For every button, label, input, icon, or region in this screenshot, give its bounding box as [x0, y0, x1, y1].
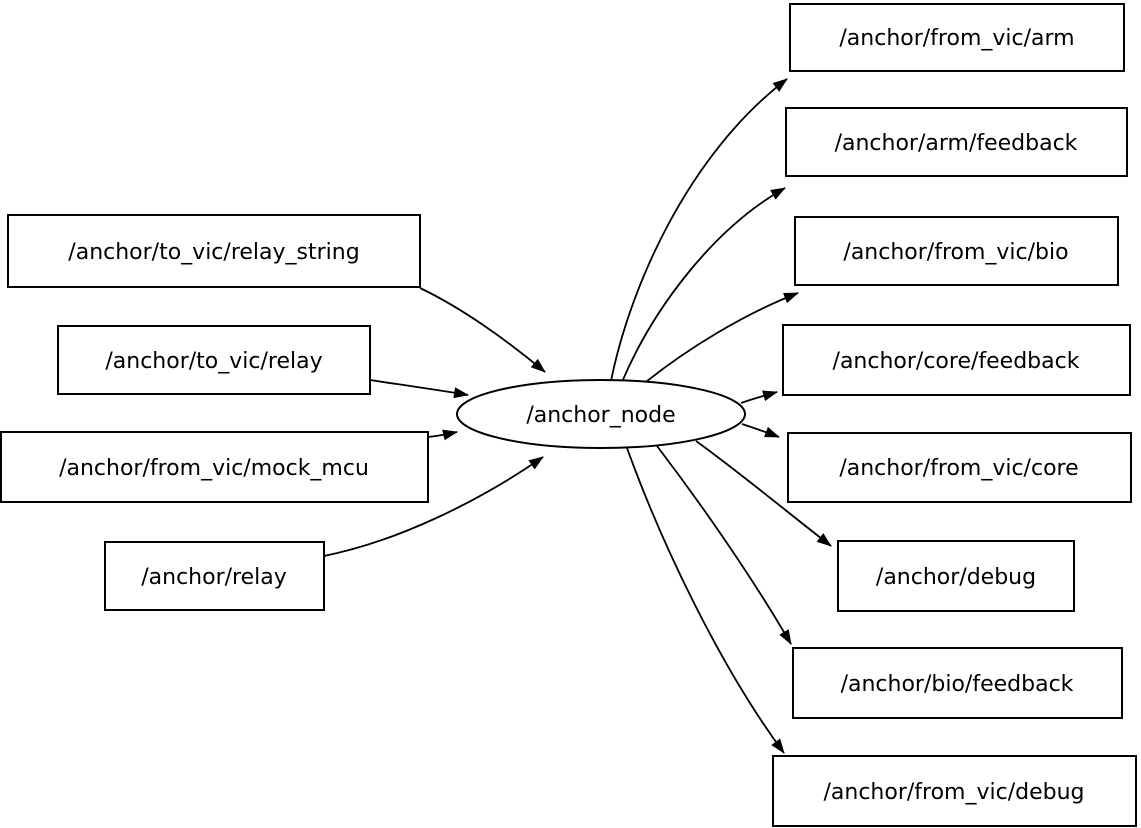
topic-node-anchor-relay: /anchor/relay	[104, 541, 325, 611]
edge-anchor-node-to-arm-feedback	[621, 187, 786, 383]
topic-box	[782, 324, 1131, 396]
topic-node-from-vic-debug: /anchor/from_vic/debug	[772, 755, 1137, 827]
edge-anchor-node-to-debug	[695, 440, 832, 547]
topic-box	[0, 431, 429, 503]
anchor-node-ellipse	[456, 379, 746, 449]
topic-node-core-feedback: /anchor/core/feedback	[782, 324, 1131, 396]
topic-box	[837, 540, 1075, 612]
topic-box	[104, 541, 325, 611]
topic-node-arm-feedback: /anchor/arm/feedback	[785, 107, 1128, 177]
edge-anchor-node-to-bio-feedback	[656, 445, 792, 645]
anchor-node: /anchor_node	[456, 379, 746, 449]
topic-node-from-vic-arm: /anchor/from_vic/arm	[789, 3, 1125, 72]
topic-node-from-vic-bio: /anchor/from_vic/bio	[794, 216, 1119, 286]
topic-node-to-vic-relay: /anchor/to_vic/relay	[57, 325, 371, 395]
topic-label: /anchor/from_vic/debug	[823, 780, 1084, 805]
topic-label: /anchor/relay	[141, 565, 287, 590]
topic-label: /anchor/from_vic/core	[839, 456, 1078, 481]
edge-mock-mcu-to-anchor-node	[427, 429, 458, 441]
topic-box	[772, 755, 1137, 827]
topic-node-bio-feedback: /anchor/bio/feedback	[792, 647, 1123, 719]
topic-label: /anchor/from_vic/mock_mcu	[59, 456, 369, 481]
topic-label: /anchor/arm/feedback	[835, 131, 1078, 156]
topic-box	[789, 3, 1125, 72]
edge-anchor-node-to-from-vic-debug	[626, 447, 785, 754]
topic-node-from-vic-mock-mcu: /anchor/from_vic/mock_mcu	[0, 431, 429, 503]
topic-box	[57, 325, 371, 395]
edge-anchor-relay-to-anchor-node	[323, 456, 544, 557]
topic-box	[7, 214, 421, 288]
edge-anchor-node-to-from-vic-core	[741, 423, 780, 438]
output-edges	[610, 78, 832, 754]
edge-anchor-node-to-core-feedback	[740, 390, 778, 404]
topic-node-from-vic-core: /anchor/from_vic/core	[787, 432, 1132, 503]
topic-box	[785, 107, 1128, 177]
anchor-node-label: /anchor_node	[526, 403, 675, 428]
topic-box	[792, 647, 1123, 719]
topic-node-to-vic-relay-string: /anchor/to_vic/relay_string	[7, 214, 421, 288]
topic-box	[787, 432, 1132, 503]
topic-label: /anchor/debug	[876, 565, 1036, 590]
edge-to-vic-relay-to-anchor-node	[369, 379, 469, 399]
topic-label: /anchor/from_vic/arm	[839, 26, 1074, 51]
input-edges	[323, 287, 546, 557]
topic-label: /anchor/from_vic/bio	[843, 240, 1068, 265]
topic-label: /anchor/bio/feedback	[841, 672, 1074, 697]
edge-anchor-node-to-from-vic-bio	[641, 292, 799, 386]
topic-node-debug: /anchor/debug	[837, 540, 1075, 612]
topic-box	[794, 216, 1119, 286]
topic-label: /anchor/to_vic/relay	[105, 349, 322, 374]
edge-anchor-node-to-from-vic-arm	[610, 78, 788, 382]
topic-label: /anchor/to_vic/relay_string	[68, 240, 359, 265]
edge-relay-string-to-anchor-node	[419, 287, 546, 373]
topic-label: /anchor/core/feedback	[833, 349, 1080, 374]
